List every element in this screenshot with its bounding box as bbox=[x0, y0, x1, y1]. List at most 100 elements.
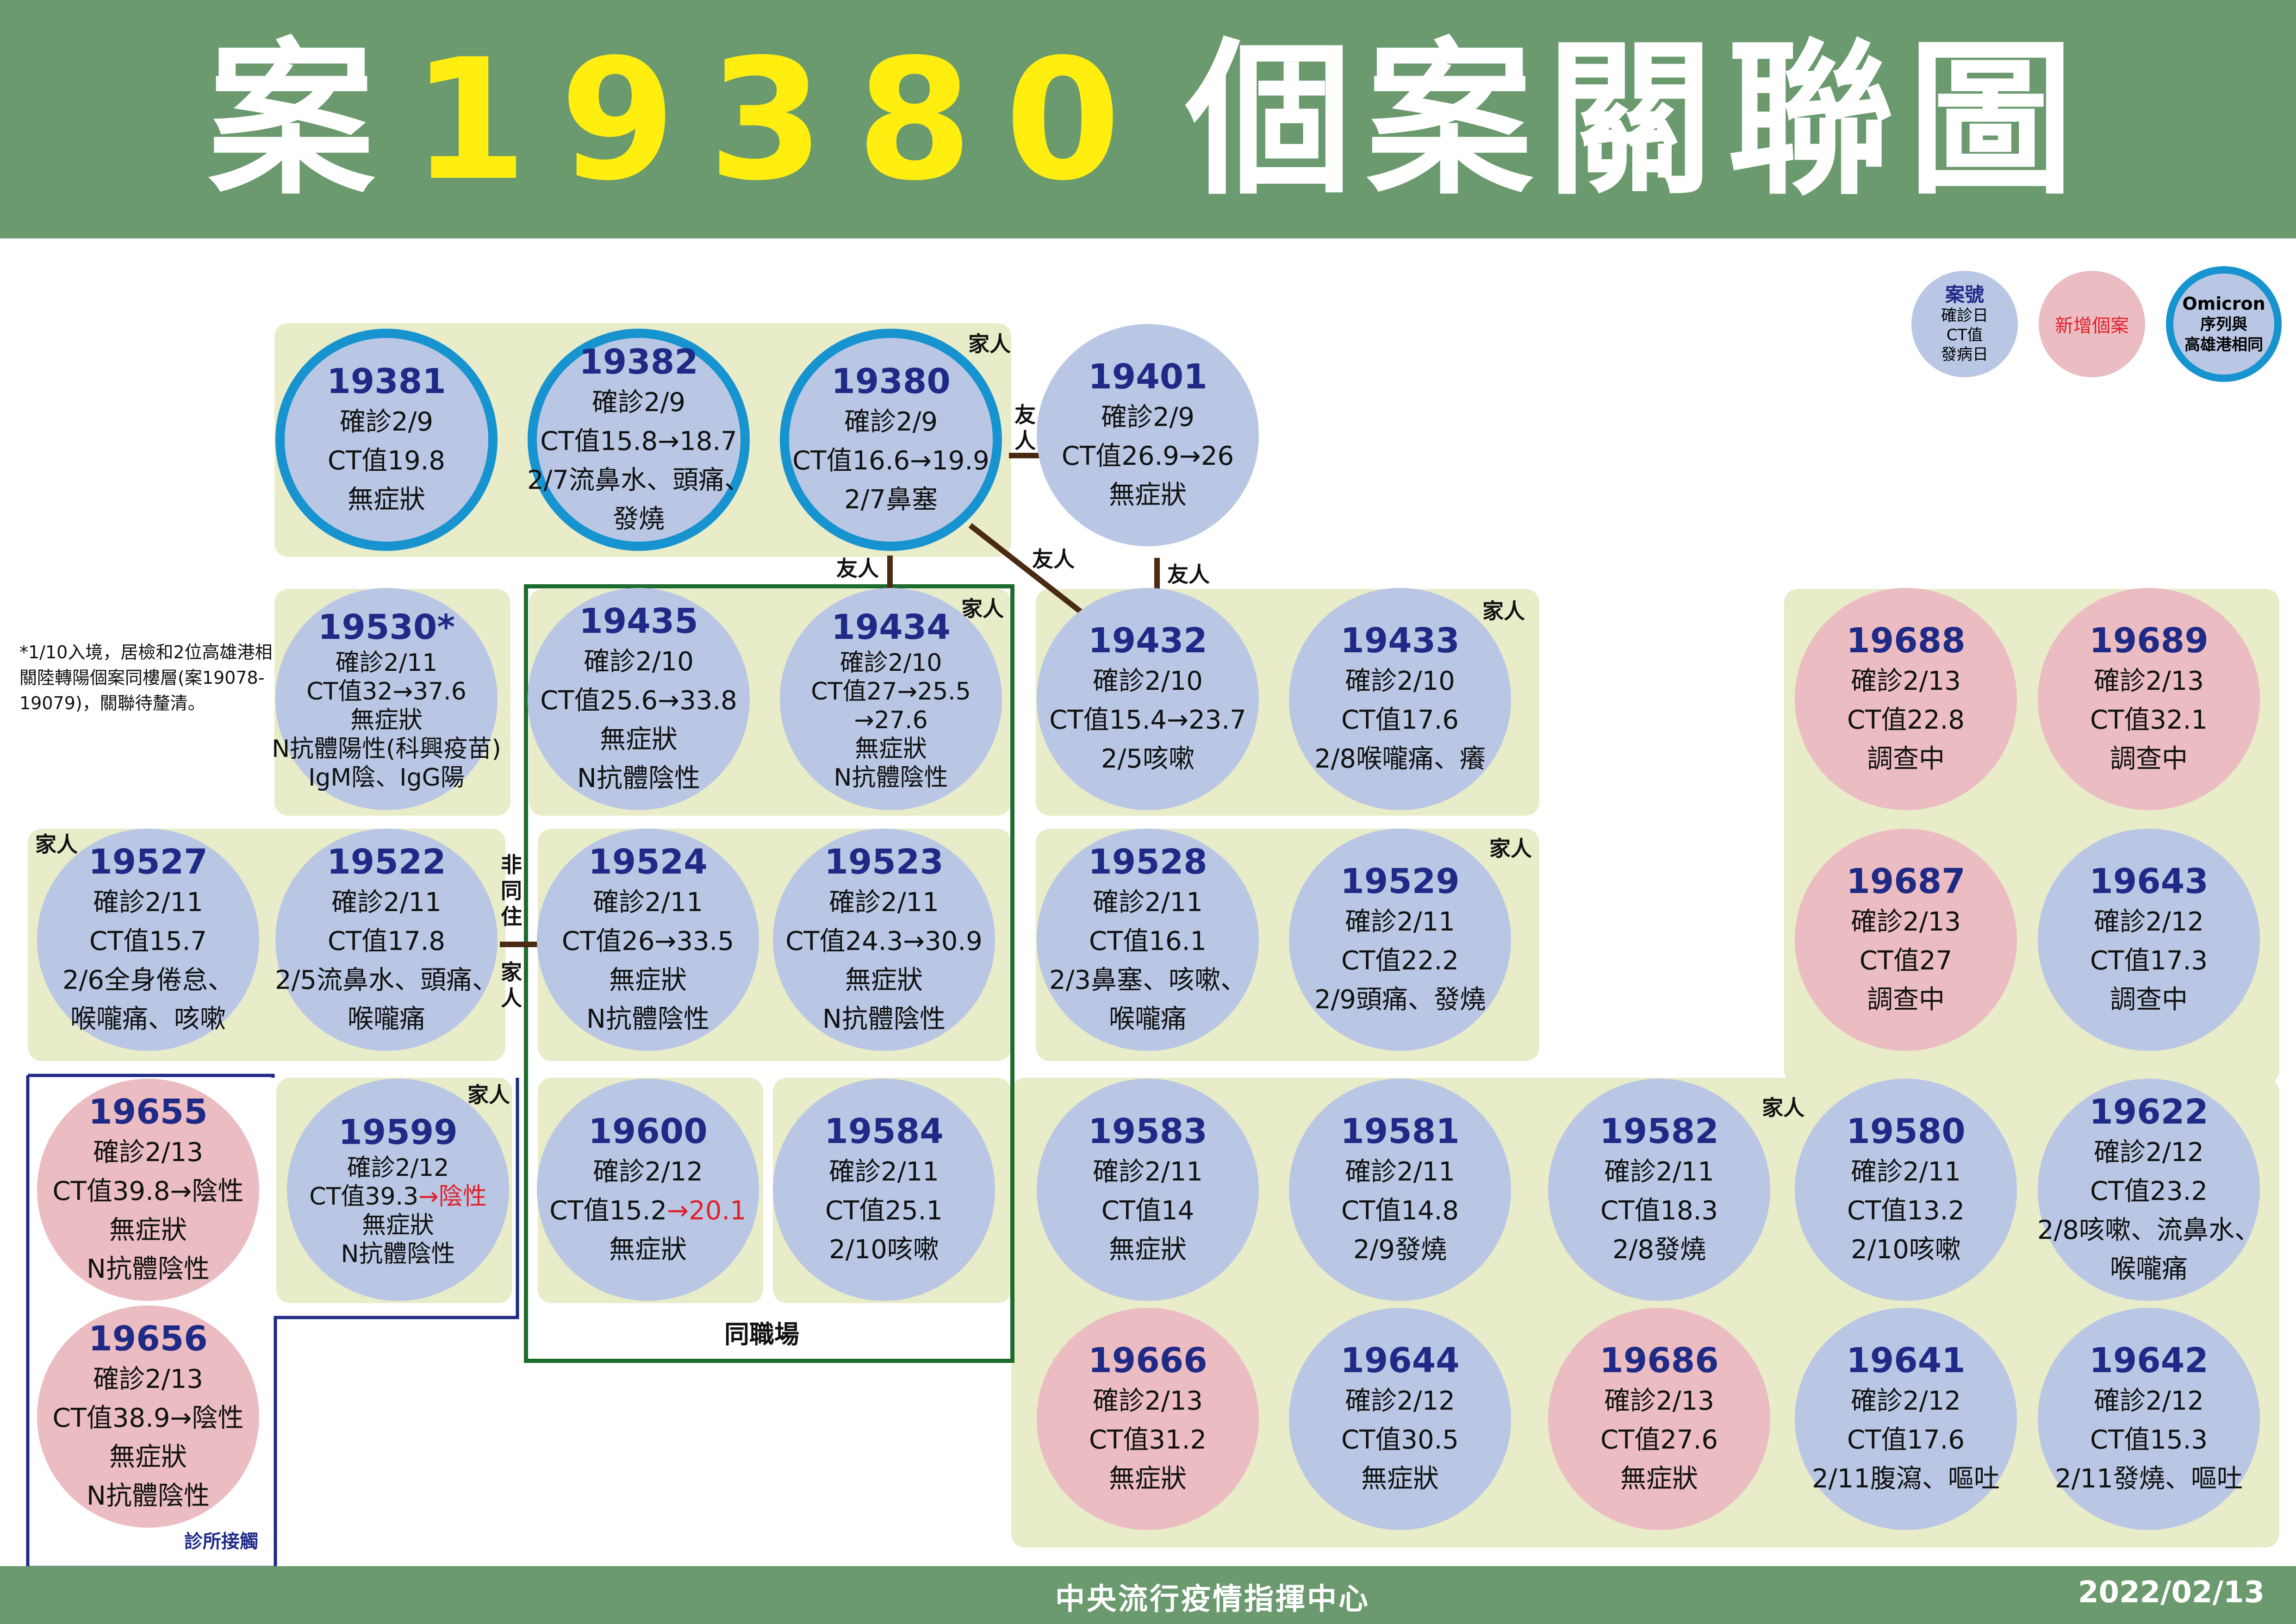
label-family-19433: 家人 bbox=[1482, 599, 1525, 624]
case-detail: 2/11腹瀉、嘔吐 bbox=[1812, 1464, 2000, 1494]
case-detail: CT值27→25.5 bbox=[811, 678, 971, 706]
case-detail: 無症狀 bbox=[845, 965, 923, 995]
case-id: 19641 bbox=[1846, 1341, 1966, 1380]
case-detail: N抗體陰性 bbox=[586, 1004, 709, 1034]
case-detail: 無症狀 bbox=[609, 1235, 687, 1265]
case-id: 19622 bbox=[2089, 1092, 2209, 1132]
case-detail: 確診2/13 bbox=[1851, 666, 1961, 696]
connector-19380-19401 bbox=[1009, 453, 1041, 458]
case-id: 19687 bbox=[1846, 862, 1966, 901]
case-detail: 確診2/11 bbox=[829, 1157, 939, 1187]
case-detail: 喉嚨痛 bbox=[348, 1004, 425, 1034]
header-bar bbox=[0, 0, 2296, 238]
case-id: 19530* bbox=[317, 607, 455, 647]
case-detail: 確診2/9 bbox=[1101, 402, 1195, 432]
case-id: 19686 bbox=[1599, 1341, 1719, 1380]
case-id: 19582 bbox=[1599, 1112, 1719, 1151]
case-detail: CT值15.7 bbox=[89, 926, 207, 956]
case-detail: 發燒 bbox=[613, 504, 665, 534]
connector-19522-19524 bbox=[500, 942, 541, 947]
footer-date: 2022/02/13 bbox=[2078, 1575, 2265, 1610]
ct-value: CT值15.2 bbox=[549, 1196, 667, 1226]
case-id: 19529 bbox=[1340, 862, 1460, 901]
case-id: 19433 bbox=[1340, 621, 1460, 661]
case-detail: 確診2/11 bbox=[331, 887, 442, 918]
case-id: 19581 bbox=[1340, 1112, 1460, 1151]
case-detail: 確診2/9 bbox=[339, 407, 434, 437]
label-family-19529: 家人 bbox=[1489, 836, 1532, 861]
legend-existing-case: 案號 確診日 CT值 發病日 bbox=[1911, 271, 2018, 377]
case-detail: CT值24.3→30.9 bbox=[785, 926, 983, 956]
connector-19401-19432 bbox=[1154, 558, 1160, 589]
case-detail: 確診2/12 bbox=[2094, 1386, 2204, 1416]
page-title: 案 19380 個案關聯圖 bbox=[0, 19, 2296, 222]
case-id: 19522 bbox=[327, 842, 446, 882]
case-detail: 確診2/13 bbox=[2094, 666, 2204, 696]
case-detail: 調查中 bbox=[2110, 744, 2188, 774]
clinic-contact-frame bbox=[26, 1074, 519, 1569]
case-detail: 確診2/13 bbox=[93, 1137, 203, 1168]
case-detail: CT值18.3 bbox=[1600, 1196, 1718, 1226]
label-family-19580: 家人 bbox=[1762, 1095, 1804, 1120]
case-detail: 確診2/11 bbox=[335, 649, 438, 677]
case-detail: 確診2/12 bbox=[347, 1154, 449, 1182]
label-non-cohabit: 非同住 bbox=[501, 852, 522, 929]
case-detail: 無症狀 bbox=[1620, 1464, 1698, 1494]
case-detail: 確診2/12 bbox=[2094, 1137, 2204, 1168]
legend-case-number: 案號 bbox=[1945, 283, 1984, 306]
case-detail: 2/7鼻塞 bbox=[844, 485, 938, 515]
label-family-vertical: 家人 bbox=[501, 960, 522, 1011]
case-detail: 確診2/10 bbox=[1093, 666, 1203, 696]
case-detail: 確診2/9 bbox=[844, 407, 938, 437]
case-detail: 無症狀 bbox=[109, 1215, 187, 1245]
label-family-19599: 家人 bbox=[467, 1082, 510, 1107]
case-detail: 無症狀 bbox=[109, 1442, 187, 1472]
legend-omicron: Omicron 序列與 高雄港相同 bbox=[2166, 266, 2282, 382]
case-detail: CT值27 bbox=[1859, 946, 1953, 976]
label-same-workplace: 同職場 bbox=[724, 1320, 799, 1349]
case-detail: 確診2/13 bbox=[1093, 1386, 1203, 1416]
case-id: 19524 bbox=[588, 842, 708, 882]
case-id: 19381 bbox=[327, 362, 446, 401]
case-detail: CT值32.1 bbox=[2090, 705, 2208, 735]
ct-value: CT值39.3 bbox=[309, 1183, 419, 1211]
case-detail: 調查中 bbox=[1867, 985, 1945, 1015]
case-detail: CT值25.6→33.8 bbox=[540, 686, 737, 716]
footnote-19530: *1/10入境，居檢和2位高雄港相關陸轉陽個案同樓層(案19078-19079)… bbox=[19, 642, 273, 713]
footer-bar: 中央流行疫情指揮中心 2022/02/13 bbox=[0, 1566, 2296, 1624]
case-detail: 確診2/10 bbox=[840, 649, 942, 677]
label-friend-19432: 友人 bbox=[1032, 547, 1075, 572]
case-detail: CT值39.3→陰性 bbox=[309, 1182, 486, 1211]
title-suffix: 個案關聯圖 bbox=[1185, 23, 2088, 217]
case-detail: 確診2/12 bbox=[1851, 1386, 1961, 1416]
case-detail: CT值39.8→陰性 bbox=[52, 1176, 244, 1206]
case-detail: N抗體陰性 bbox=[87, 1254, 210, 1284]
case-id: 19643 bbox=[2089, 862, 2209, 901]
case-id: 19528 bbox=[1088, 842, 1207, 882]
case-detail: CT值15.8→18.7 bbox=[540, 426, 737, 456]
legend-ct-value: CT值 bbox=[1946, 326, 1983, 344]
case-detail: CT值15.4→23.7 bbox=[1049, 705, 1246, 735]
case-detail: N抗體陰性 bbox=[822, 1004, 946, 1034]
case-detail: 確診2/11 bbox=[829, 887, 939, 918]
case-id: 19600 bbox=[588, 1112, 708, 1151]
case-detail: CT值14 bbox=[1101, 1196, 1195, 1226]
case-detail: 喉嚨痛 bbox=[1109, 1004, 1187, 1034]
case-id: 19382 bbox=[579, 342, 698, 382]
case-detail: CT值17.6 bbox=[1341, 705, 1459, 735]
